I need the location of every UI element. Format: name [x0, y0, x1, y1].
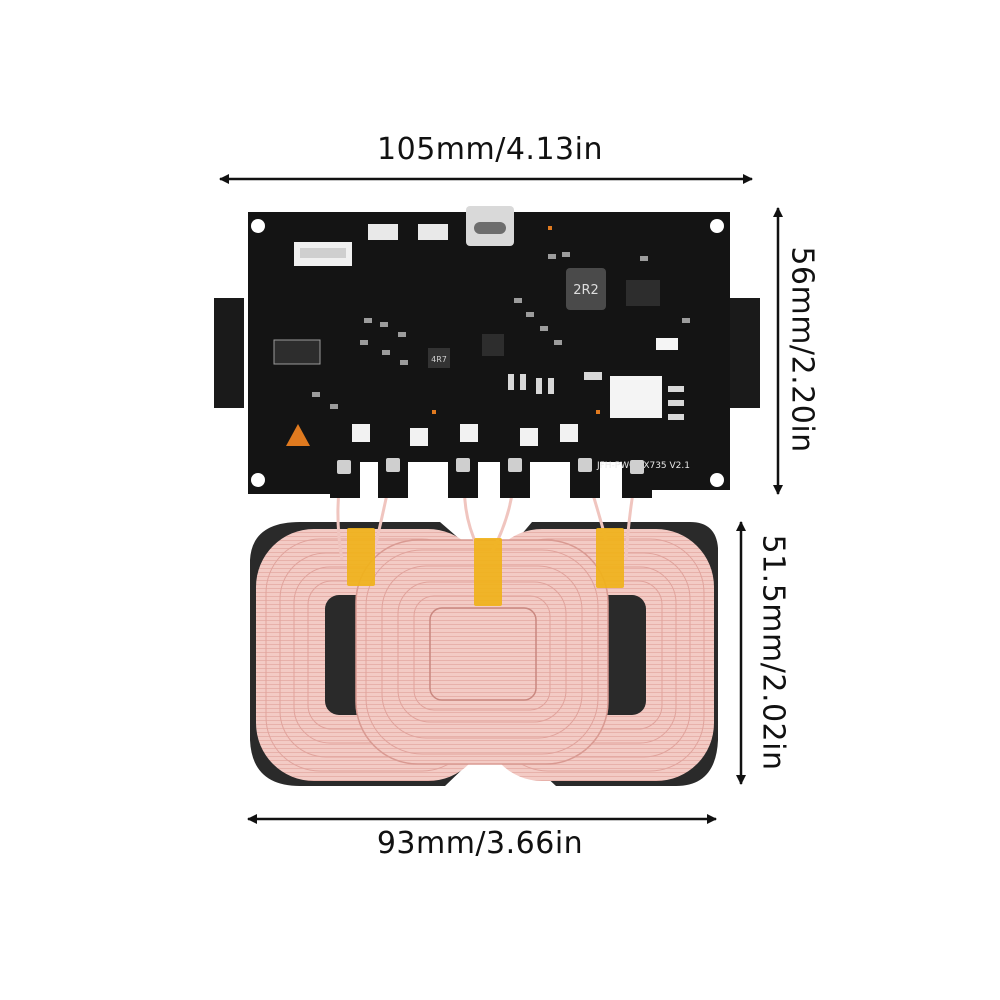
pcb-board: 2R2 4R7: [214, 206, 760, 498]
usb-c-port: [466, 206, 514, 246]
kapton-tape: [347, 528, 624, 606]
small-inductor-marking: 4R7: [431, 355, 447, 364]
coil-width-label: 93mm/3.66in: [376, 826, 584, 861]
inductor-marking: 2R2: [573, 283, 599, 298]
coil-middle: [355, 539, 609, 765]
power-inductor: 2R2: [566, 268, 606, 310]
board-width-label: 105mm/4.13in: [377, 132, 603, 167]
esd-warning-icon: [286, 424, 310, 446]
